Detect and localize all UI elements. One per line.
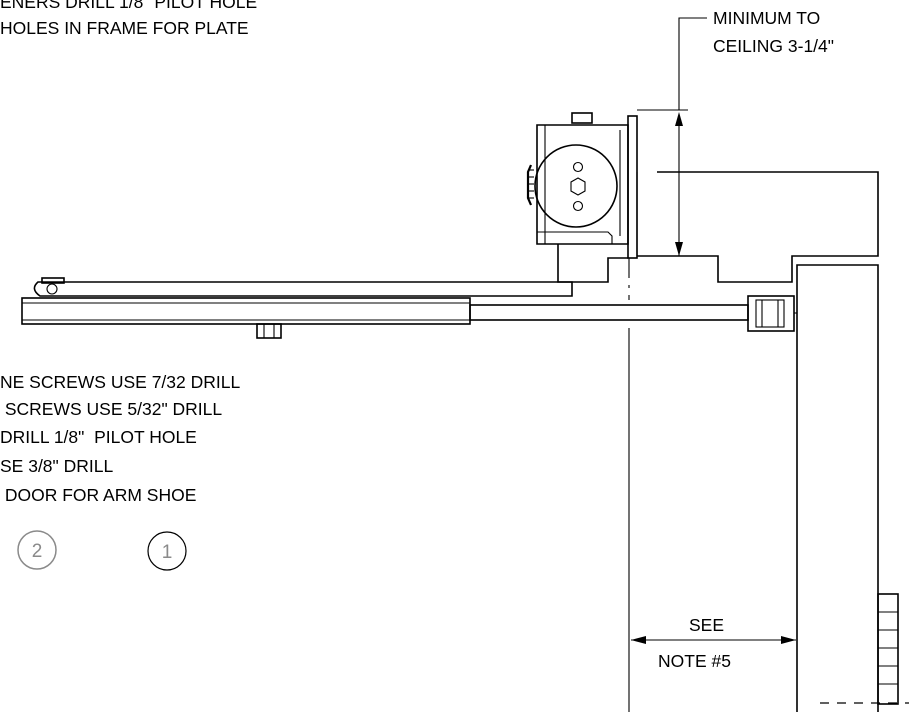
note-mid-line1: NE SCREWS USE 7/32 DRILL [0, 372, 240, 392]
ceiling-dimension [637, 17, 707, 256]
door-closer-body [526, 112, 638, 283]
callout-1-label: 1 [162, 542, 173, 563]
note-ceiling-line2: CEILING 3-1/4" [713, 36, 834, 56]
callout-2-label: 2 [32, 541, 43, 562]
note-mid-line5: DOOR FOR ARM SHOE [0, 485, 196, 505]
note-see-line1: SEE [689, 615, 724, 635]
frame-header [636, 171, 879, 283]
track-arm [21, 297, 749, 339]
arm-shoe [747, 295, 797, 332]
note-mid-line2: SCREWS USE 5/32" DRILL [0, 399, 222, 419]
callout-1: 1 [147, 531, 187, 571]
see-note-dimension [631, 636, 796, 644]
callout-2: 2 [17, 530, 57, 570]
door [796, 264, 909, 712]
note-top-line1: ENERS DRILL 1/8" PILOT HOLE [0, 0, 257, 12]
note-ceiling-line1: MINIMUM TO [713, 8, 820, 28]
note-mid-line3: DRILL 1/8" PILOT HOLE [0, 427, 197, 447]
main-arm [33, 277, 573, 297]
note-see-line2: NOTE #5 [658, 651, 731, 671]
note-top-line2: HOLES IN FRAME FOR PLATE [0, 18, 249, 38]
note-mid-line4: SE 3/8" DRILL [0, 456, 113, 476]
